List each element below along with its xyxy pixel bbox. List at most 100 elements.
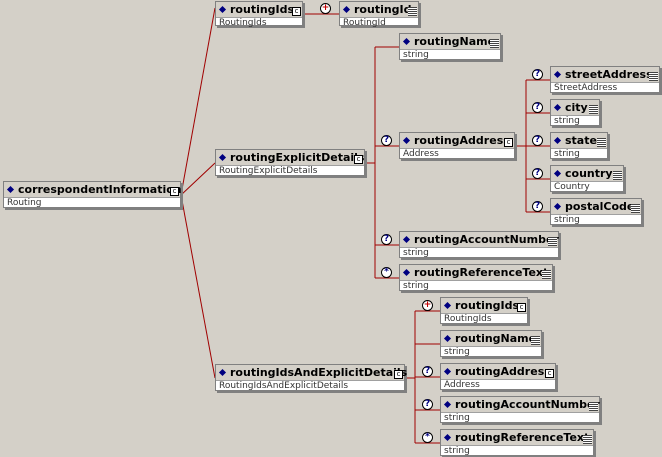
element-diamond-icon [443, 367, 452, 376]
optional-question-icon: ? [532, 135, 543, 146]
node-routing-reference-text[interactable]: routingReferenceText string [399, 264, 553, 291]
node-name: correspondentInformation [18, 183, 182, 196]
node-name: routingIds [455, 299, 520, 312]
node-name: routingIdsAndExplicitDetails [230, 366, 408, 379]
node-name: routingAccountNumber [455, 398, 600, 411]
node-name: routingAddress [414, 134, 510, 147]
node-name: routingIds [230, 3, 295, 16]
node-title: routingId [340, 2, 418, 18]
node-title: streetAddress [551, 67, 659, 83]
element-diamond-icon [553, 202, 562, 211]
optional-question-icon: ? [532, 102, 543, 113]
connector-root-explicit-details [180, 162, 216, 196]
element-diamond-icon [443, 301, 452, 310]
node-title: routingAddress [441, 364, 555, 380]
node-routing-name[interactable]: routingName string [399, 33, 501, 60]
complex-type-icon[interactable]: c [394, 370, 403, 379]
simple-type-icon [597, 138, 606, 147]
element-diamond-icon [402, 37, 411, 46]
node-title: routingName [441, 331, 541, 347]
node-title: routingReferenceText [400, 265, 552, 281]
complex-type-icon[interactable]: c [292, 7, 301, 16]
element-diamond-icon [342, 5, 351, 14]
node-name: state [565, 134, 597, 147]
simple-type-icon [631, 204, 640, 213]
element-diamond-icon [6, 185, 15, 194]
node-name: streetAddress [565, 68, 653, 81]
node-title: routingReferenceText [441, 430, 593, 446]
repeat-star-icon: * [422, 432, 433, 443]
node-type: Address [403, 149, 439, 159]
simple-type-icon [548, 237, 557, 246]
node-title: state [551, 133, 607, 149]
node-type: RoutingId [343, 18, 386, 28]
node-title: correspondentInformation [4, 182, 182, 198]
complex-type-icon[interactable]: c [517, 303, 526, 312]
simple-type-icon [408, 7, 417, 16]
complex-type-icon[interactable]: c [170, 187, 179, 196]
node-name: city [565, 101, 588, 114]
sequence-plus-icon: + [422, 300, 433, 311]
node-name: routingAccountNumber [414, 233, 559, 246]
element-diamond-icon [553, 70, 562, 79]
node-title: routingAddress [400, 133, 514, 149]
node-routing-name2[interactable]: routingName string [440, 330, 542, 357]
node-name: routingId [354, 3, 412, 16]
complex-type-icon[interactable]: c [354, 155, 363, 164]
element-diamond-icon [553, 103, 562, 112]
simple-type-icon [531, 336, 540, 345]
node-name: country [565, 167, 613, 180]
node-routing-account-number2[interactable]: routingAccountNumber string [440, 396, 600, 423]
simple-type-icon [589, 402, 598, 411]
node-type: RoutingIds [219, 18, 267, 28]
node-title: routingName [400, 34, 500, 50]
node-title: routingAccountNumber [441, 397, 600, 413]
node-name: routingExplicitDetails [230, 151, 365, 164]
node-type: string [444, 413, 470, 423]
optional-question-icon: ? [532, 201, 543, 212]
node-type: Address [444, 380, 480, 390]
node-title: routingIds [216, 2, 302, 18]
connector-root-ids-and-explicit [180, 194, 216, 379]
node-name: routingReferenceText [414, 266, 549, 279]
complex-type-icon[interactable]: c [545, 369, 554, 378]
node-name: routingName [414, 35, 496, 48]
node-type: string [444, 347, 470, 357]
node-type: string [403, 281, 429, 291]
optional-question-icon: ? [381, 234, 392, 245]
node-title: routingIdsAndExplicitDetails [216, 365, 408, 381]
connector-root-routing-ids [180, 7, 216, 196]
complex-type-icon[interactable]: c [504, 138, 513, 147]
element-diamond-icon [443, 334, 452, 343]
node-routing-account-number[interactable]: routingAccountNumber string [399, 231, 559, 258]
element-diamond-icon [218, 153, 227, 162]
node-type: string [403, 248, 429, 258]
element-diamond-icon [402, 136, 411, 145]
element-diamond-icon [553, 136, 562, 145]
element-diamond-icon [553, 169, 562, 178]
node-title: routingAccountNumber [400, 232, 559, 248]
node-type: string [554, 215, 580, 225]
node-name: routingName [455, 332, 537, 345]
node-type: string [444, 446, 470, 456]
optional-question-icon: ? [422, 366, 433, 377]
node-type: string [403, 50, 429, 60]
node-name: routingAddress [455, 365, 551, 378]
repeat-star-icon: * [381, 267, 392, 278]
element-diamond-icon [402, 268, 411, 277]
